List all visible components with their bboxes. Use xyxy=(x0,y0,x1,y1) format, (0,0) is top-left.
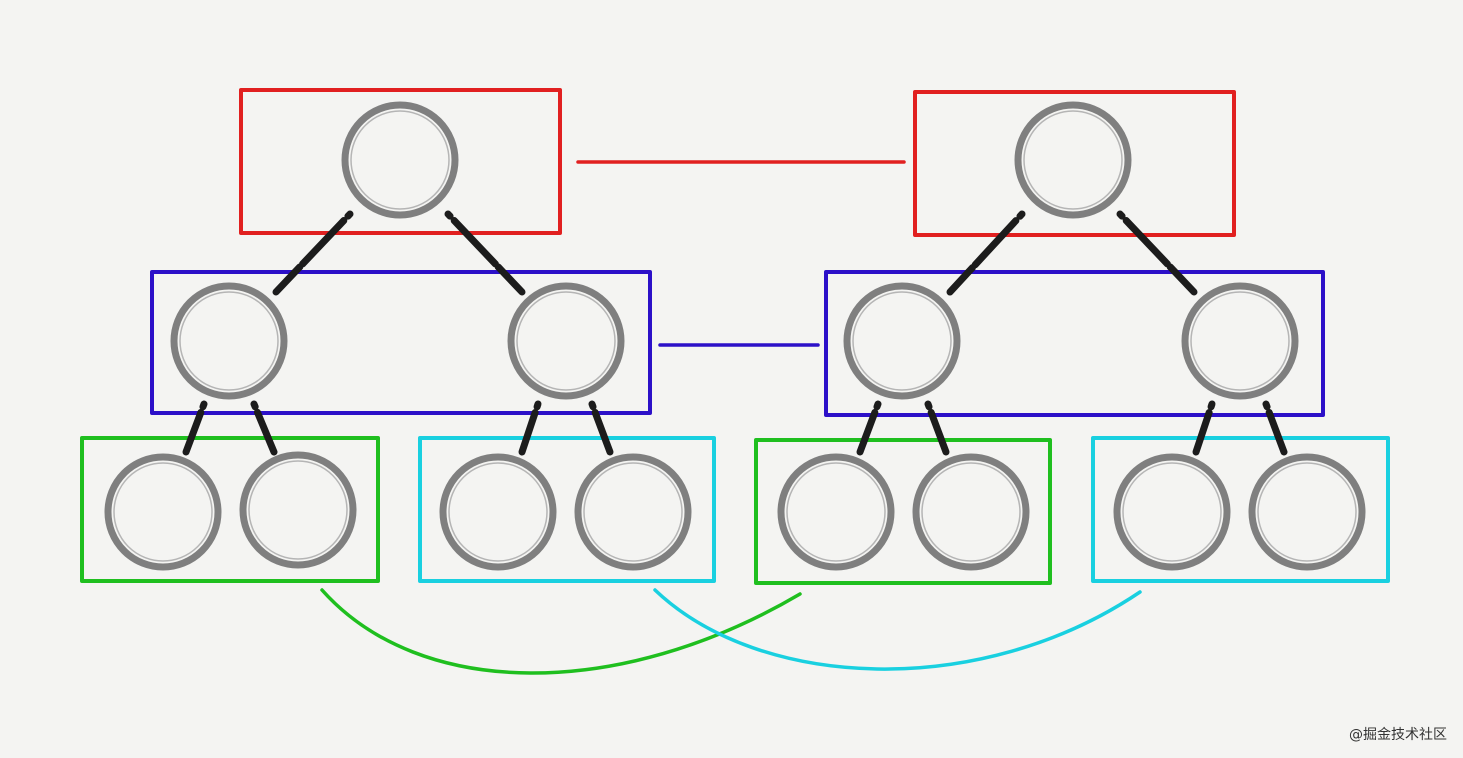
tree-node xyxy=(777,453,895,571)
tree-node xyxy=(239,451,357,569)
level-boxes xyxy=(80,88,1390,585)
right-tree-level3-left-box xyxy=(754,438,1052,585)
tree-edge xyxy=(272,210,354,296)
tree-node xyxy=(341,101,459,219)
tree-edge xyxy=(250,400,278,456)
tree-edge xyxy=(924,400,950,456)
tree-node xyxy=(439,453,557,571)
right-tree-level2-box xyxy=(824,270,1325,417)
tree-edge xyxy=(856,400,882,456)
tree-edges xyxy=(182,210,1288,456)
left-tree-root-box xyxy=(239,88,562,235)
left-tree-level3-right-box xyxy=(418,436,716,583)
tree-edge xyxy=(182,400,208,456)
watermark: @掘金技术社区 xyxy=(1349,727,1447,743)
level3-right-compare-link xyxy=(653,588,1142,671)
tree-node xyxy=(1014,101,1132,219)
tree-node xyxy=(1248,453,1366,571)
tree-node xyxy=(507,282,625,400)
tree-edge xyxy=(1262,400,1288,456)
level3-left-compare-link xyxy=(320,588,802,675)
left-tree-level3-left-box xyxy=(80,436,380,583)
tree-node xyxy=(104,453,222,571)
right-tree-root-box xyxy=(913,90,1236,237)
tree-node xyxy=(1181,282,1299,400)
tree-edge xyxy=(444,210,526,296)
tree-node xyxy=(843,282,961,400)
right-tree-level3-right-box xyxy=(1091,436,1390,583)
tree-edge xyxy=(1192,400,1216,456)
tree-node xyxy=(170,282,288,400)
tree-edge xyxy=(588,400,614,456)
tree-node xyxy=(912,453,1030,571)
comparison-links xyxy=(320,160,1142,675)
tree-node xyxy=(574,453,692,571)
tree-edge xyxy=(1116,210,1198,296)
tree-node xyxy=(1113,453,1231,571)
tree-edge xyxy=(946,210,1026,296)
left-tree-level2-box xyxy=(150,270,652,415)
tree-nodes xyxy=(104,101,1366,571)
tree-edge xyxy=(518,400,542,456)
